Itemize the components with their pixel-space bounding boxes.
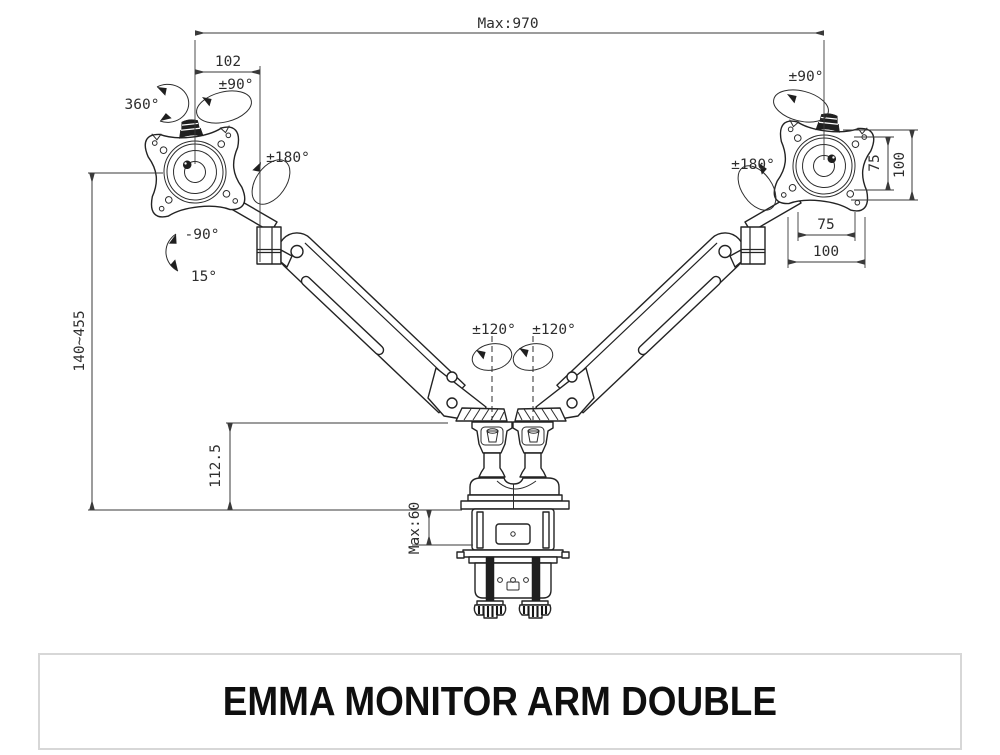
label-left-base-rotation: ±120° bbox=[472, 322, 516, 338]
clamp-knob-right bbox=[518, 600, 552, 619]
dim-vesa-h75-label: 75 bbox=[817, 217, 834, 233]
dim-vesa-v100-label: 100 bbox=[892, 152, 908, 178]
arm-left-top-pivot bbox=[290, 244, 304, 259]
label-head-swivel: 360° bbox=[125, 97, 160, 113]
dim-max-reach-label: Max:970 bbox=[477, 16, 538, 32]
dim-vesa-h100-label: 100 bbox=[813, 244, 839, 260]
arm-left bbox=[277, 232, 466, 414]
clamp-knob-left bbox=[473, 600, 507, 619]
label-tilt-down: 15° bbox=[191, 269, 217, 285]
right-base-rotation-ellipse bbox=[512, 343, 554, 371]
left-base-rotation-ellipse bbox=[471, 343, 513, 371]
dim-height-range-label: 140~455 bbox=[72, 310, 88, 371]
right-pivot-ellipse bbox=[773, 89, 829, 123]
dim-arm-offset-label: 102 bbox=[215, 54, 241, 70]
dim-vesa-v75-label: 75 bbox=[867, 154, 883, 171]
title-bar: EMMA MONITOR ARM DOUBLE bbox=[38, 653, 962, 750]
label-tilt-up: -90° bbox=[185, 227, 220, 243]
rotation-indicators bbox=[155, 83, 829, 420]
right-rotate-ellipse bbox=[737, 165, 777, 211]
center-joints bbox=[427, 367, 595, 510]
label-right-arm-rotation: ±180° bbox=[731, 157, 775, 173]
arm-right-top-pivot bbox=[718, 244, 732, 259]
desk-clamp bbox=[456, 508, 570, 619]
clamp-screw-rod-right bbox=[531, 556, 541, 602]
label-left-head-pivot: ±90° bbox=[219, 77, 254, 93]
dim-base-height-label: 112.5 bbox=[208, 444, 224, 488]
dimension-layer: Max:970 102 140~455 112.5 Max:60 75 100 … bbox=[72, 16, 918, 554]
label-left-arm-rotation: ±180° bbox=[266, 150, 310, 166]
arm-right bbox=[556, 232, 745, 414]
left-rotate-ellipse bbox=[251, 159, 291, 205]
left-pivot-ellipse bbox=[196, 90, 252, 124]
swivel-360-arc bbox=[156, 83, 190, 123]
label-right-base-rotation: ±120° bbox=[532, 322, 576, 338]
tilt-arc bbox=[165, 233, 179, 272]
label-right-head-pivot: ±90° bbox=[789, 69, 824, 85]
rotation-labels: 360° ±90° ±180° -90° 15° ±90° ±180° ±120… bbox=[125, 69, 824, 338]
clamp-screw-rod-left bbox=[485, 556, 495, 602]
dim-clamp-thickness-label: Max:60 bbox=[407, 502, 423, 554]
product-title: EMMA MONITOR ARM DOUBLE bbox=[222, 678, 778, 724]
